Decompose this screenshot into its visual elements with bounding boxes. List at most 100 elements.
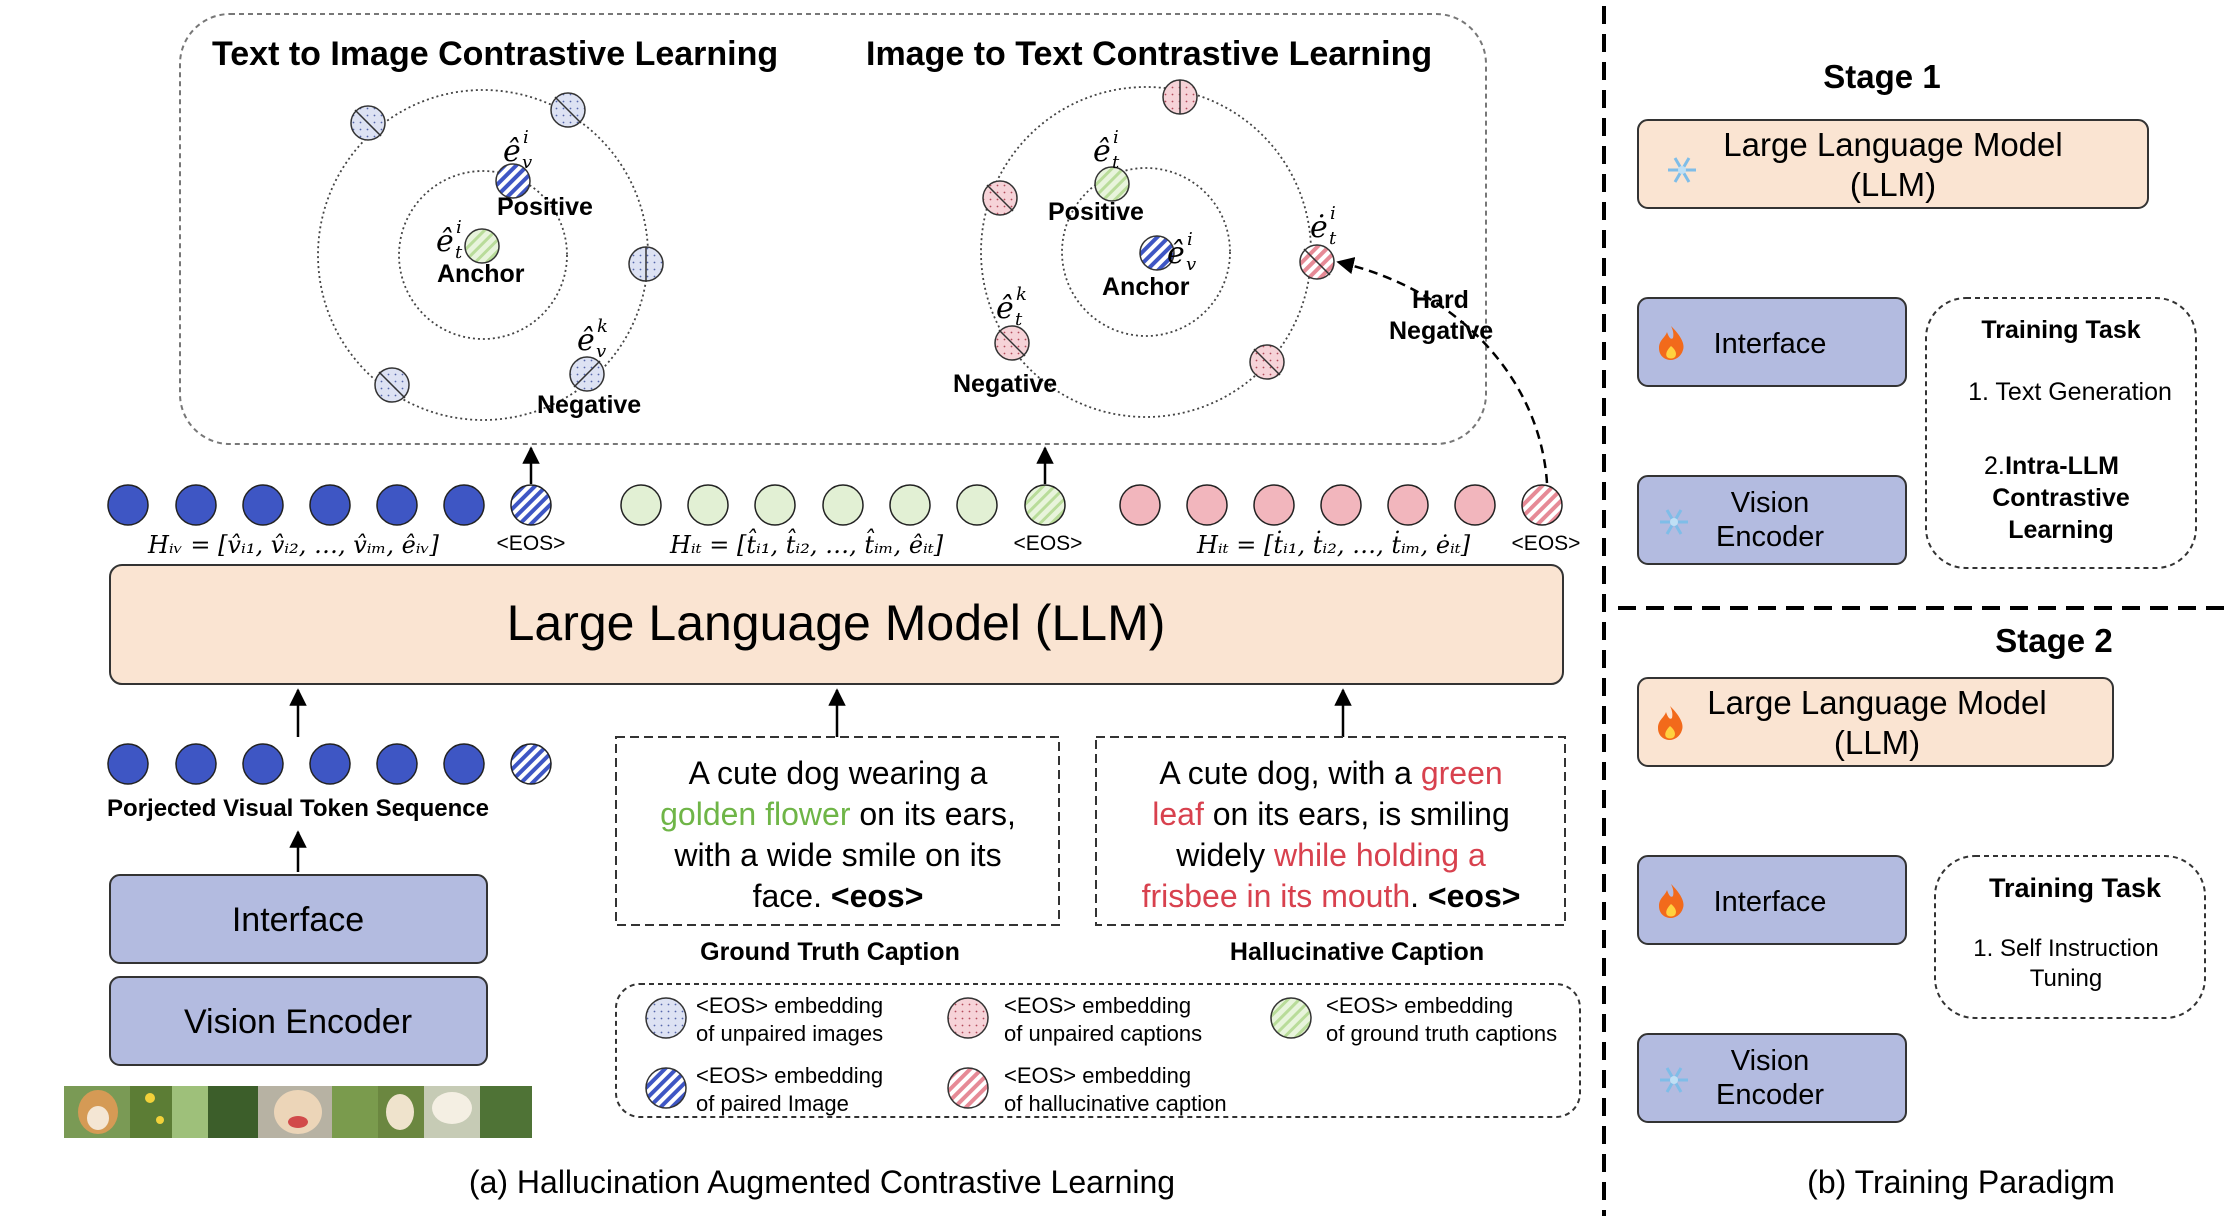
- gt-caption-box: [615, 736, 1060, 926]
- caption-segment: leaf: [1152, 796, 1204, 832]
- caption-segment: .: [1410, 878, 1428, 914]
- svg-text:t: t: [1015, 309, 1023, 330]
- positive-symbol: ê i t: [1093, 127, 1120, 173]
- svg-text:t: t: [455, 242, 463, 263]
- anchor-label: Anchor: [437, 260, 525, 288]
- stage2-task-box: [1934, 855, 2206, 1019]
- visual-token: [107, 484, 149, 526]
- llm-label: Large Language Model (LLM): [507, 595, 1166, 651]
- stage1-task-item-number: 2.: [1984, 452, 2005, 480]
- svg-text:i: i: [456, 217, 462, 238]
- positive-embedding: [495, 163, 531, 199]
- svg-text:t: t: [1329, 228, 1337, 249]
- contrastive-panel: [179, 13, 1487, 445]
- svg-text:of unpaired captions: of unpaired captions: [1004, 1021, 1202, 1046]
- negative-label: Negative: [953, 370, 1057, 398]
- hard-negative-symbol: ė i t: [1310, 203, 1337, 249]
- svg-text:v: v: [596, 341, 606, 362]
- stage1-task-title: Training Task: [1981, 316, 2140, 344]
- svg-text:ê: ê: [436, 224, 454, 259]
- legend-swatch: [645, 997, 687, 1039]
- visual-token: [242, 484, 284, 526]
- text-token: [687, 484, 729, 526]
- stage1-task-box: [1925, 297, 2197, 569]
- llm-box: [109, 564, 1564, 685]
- anchor-symbol: ê i t: [436, 217, 463, 263]
- text-token: [1387, 484, 1429, 526]
- svg-text:<EOS> embedding: <EOS> embedding: [1004, 993, 1191, 1018]
- visual-seq-label: Porjected Visual Token Sequence: [107, 795, 489, 822]
- svg-text:ė: ė: [1310, 210, 1328, 245]
- anchor-symbol: ê i v: [1167, 229, 1196, 275]
- stage2-vision-encoder-label: Vision: [1731, 1045, 1809, 1077]
- text-token: [620, 484, 662, 526]
- caption-segment: A cute dog, with a: [1159, 755, 1421, 791]
- formula-visual: Hᵢᵥ = [v̂ᵢ₁, v̂ᵢ₂, …, v̂ᵢₘ, êᵢᵥ]: [147, 531, 440, 559]
- text-token: [956, 484, 998, 526]
- caption-line: A cute dog wearing a: [689, 755, 988, 791]
- text-token: [822, 484, 864, 526]
- stage2-llm-box: [1637, 677, 2114, 767]
- stage2-llm-label: Large Language Model: [1707, 684, 2046, 721]
- interface-box: [109, 874, 488, 964]
- visual-eos-token: [510, 743, 552, 785]
- svg-text:t: t: [1112, 152, 1120, 173]
- text-eos-token: [1521, 484, 1563, 526]
- negative-symbol: ê k t: [996, 284, 1027, 330]
- caption-line: widely while holding a: [1175, 837, 1486, 873]
- legend-box: [615, 983, 1581, 1118]
- caption-segment: on its ears, is smiling: [1204, 796, 1510, 832]
- svg-text:v: v: [1186, 254, 1196, 275]
- stage2-interface-label: Interface: [1714, 886, 1827, 918]
- caption-segment: A cute dog wearing a: [689, 755, 988, 791]
- positive-label: Positive: [1048, 198, 1144, 226]
- negative-label: Negative: [537, 391, 641, 419]
- right-caption: (b) Training Paradigm: [1807, 1164, 2115, 1200]
- hallucinative-caption-label: Hallucinative Caption: [1230, 938, 1484, 966]
- svg-text:of ground truth captions: of ground truth captions: [1326, 1021, 1557, 1046]
- visual-token: [376, 484, 418, 526]
- caption-segment: <eos>: [831, 878, 924, 914]
- svg-text:v: v: [522, 152, 532, 173]
- eos-label: <EOS>: [497, 532, 566, 555]
- caption-segment: widely: [1175, 837, 1274, 873]
- stage1-task-item: Intra-LLM: [2005, 452, 2119, 480]
- text-token: [1119, 484, 1161, 526]
- visual-token: [376, 743, 418, 785]
- svg-text:of unpaired images: of unpaired images: [696, 1021, 883, 1046]
- hard-negative-arrow: [1336, 257, 1549, 484]
- stage1-vision-encoder-label: Encoder: [1716, 521, 1824, 553]
- left-caption: (a) Hallucination Augmented Contrastive …: [469, 1164, 1175, 1200]
- stage2-task-title: Training Task: [1989, 873, 2162, 903]
- stage2-title: Stage 2: [1995, 622, 2112, 659]
- caption-line: leaf on its ears, is smiling: [1152, 796, 1509, 832]
- caption-line: A cute dog, with a green: [1159, 755, 1502, 791]
- interface-label: Interface: [232, 901, 364, 939]
- legend-swatch: [947, 997, 989, 1039]
- stage1-llm-label: Large Language Model: [1723, 126, 2062, 163]
- positive-label: Positive: [497, 193, 593, 221]
- svg-text:ê: ê: [577, 323, 595, 358]
- visual-token: [175, 743, 217, 785]
- stage1-task-item: 1. Text Generation: [1968, 378, 2172, 406]
- svg-text:k: k: [597, 316, 608, 337]
- svg-text:of paired Image: of paired Image: [696, 1091, 849, 1116]
- hallucinative-caption-text: A cute dog, with a green leaf on its ears…: [1142, 755, 1521, 914]
- caption-segment: green: [1421, 755, 1503, 791]
- eos-label: <EOS>: [1512, 532, 1581, 555]
- text-token: [1320, 484, 1362, 526]
- visual-token: [309, 484, 351, 526]
- svg-text:i: i: [1187, 229, 1193, 250]
- visual-output-tokens: [107, 484, 552, 526]
- i2t-title: Image to Text Contrastive Learning: [866, 35, 1432, 73]
- input-image-strip: [64, 1086, 532, 1138]
- legend-swatch: [1270, 997, 1312, 1039]
- visual-token: [443, 484, 485, 526]
- svg-text:<EOS> embedding: <EOS> embedding: [696, 993, 883, 1018]
- caption-line: face. <eos>: [753, 878, 924, 914]
- text-token: [1253, 484, 1295, 526]
- svg-text:i: i: [1330, 203, 1336, 224]
- stage1-interface-label: Interface: [1714, 328, 1827, 360]
- formula-hallucinative: Hᵢₜ = [ṫᵢ₁, ṫᵢ₂, …, ṫᵢₘ, ėᵢₜ]: [1196, 530, 1471, 559]
